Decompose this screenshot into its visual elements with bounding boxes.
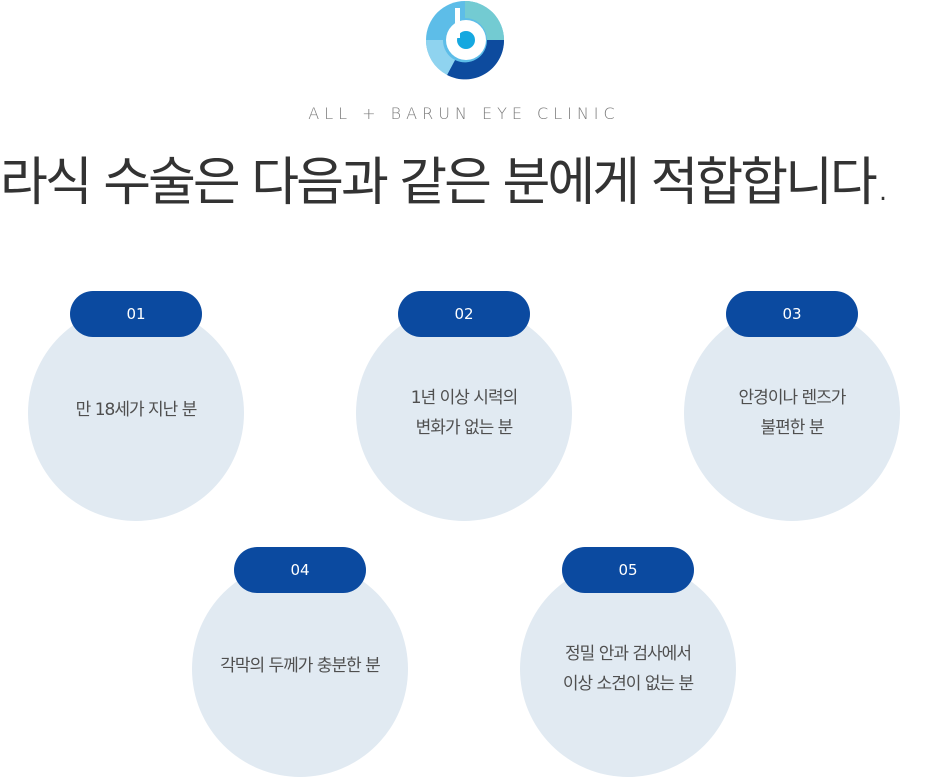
criteria-number-badge: 04 xyxy=(234,547,366,593)
logo-svg xyxy=(425,1,505,80)
criteria-number-badge: 05 xyxy=(562,547,694,593)
criteria-circle xyxy=(520,561,736,777)
criteria-item-01: 01 만 18세가 지난 분 xyxy=(28,291,244,525)
criteria-circle xyxy=(192,561,408,777)
criteria-description: 1년 이상 시력의 변화가 없는 분 xyxy=(356,383,572,443)
page-title: 라식 수술은 다음과 같은 분에게 적합합니다. xyxy=(0,153,891,213)
clinic-tagline: ALL + BARUN EYE CLINIC xyxy=(308,104,620,123)
criteria-description: 만 18세가 지난 분 xyxy=(28,395,244,425)
criteria-line: 정밀 안과 검사에서 xyxy=(565,644,692,664)
criteria-item-05: 05 정밀 안과 검사에서 이상 소견이 없는 분 xyxy=(520,547,736,781)
criteria-description: 각막의 두께가 충분한 분 xyxy=(192,651,408,681)
criteria-item-02: 02 1년 이상 시력의 변화가 없는 분 xyxy=(356,291,572,525)
barun-logo-icon xyxy=(425,0,505,80)
criteria-item-03: 03 안경이나 렌즈가 불편한 분 xyxy=(684,291,900,525)
criteria-description: 안경이나 렌즈가 불편한 분 xyxy=(684,383,900,443)
criteria-number-badge: 01 xyxy=(70,291,202,337)
criteria-circle xyxy=(356,305,572,521)
criteria-number-badge: 02 xyxy=(398,291,530,337)
criteria-line: 불편한 분 xyxy=(760,418,825,438)
criteria-line: 변화가 없는 분 xyxy=(415,418,514,438)
criteria-description: 정밀 안과 검사에서 이상 소견이 없는 분 xyxy=(520,639,736,699)
criteria-line: 이상 소견이 없는 분 xyxy=(562,674,694,694)
criteria-circle xyxy=(684,305,900,521)
criteria-circle xyxy=(28,305,244,521)
criteria-item-04: 04 각막의 두께가 충분한 분 xyxy=(192,547,408,781)
criteria-line: 1년 이상 시력의 xyxy=(410,388,518,408)
criteria-line: 만 18세가 지난 분 xyxy=(75,400,198,420)
criteria-line: 안경이나 렌즈가 xyxy=(738,388,847,408)
criteria-number-badge: 03 xyxy=(726,291,858,337)
criteria-line: 각막의 두께가 충분한 분 xyxy=(220,656,381,676)
